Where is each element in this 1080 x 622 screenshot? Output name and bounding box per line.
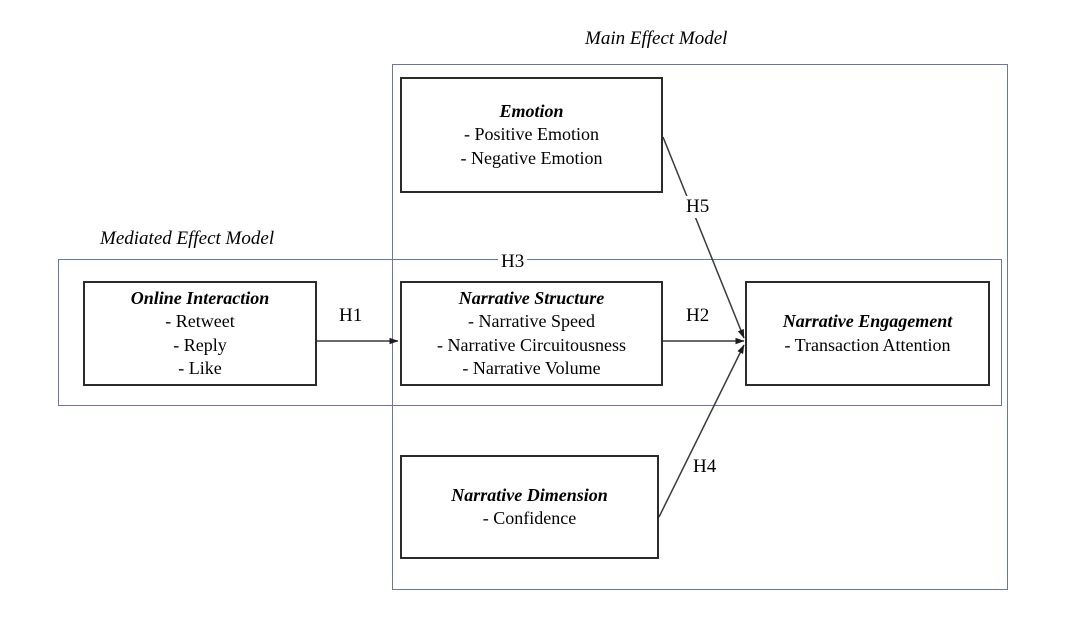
construct-title: Emotion <box>499 101 564 122</box>
construct-box-narrative-structure: Narrative Structure - Narrative Speed - … <box>400 281 663 386</box>
hypothesis-label-h4: H4 <box>690 456 720 478</box>
construct-box-emotion: Emotion - Positive Emotion - Negative Em… <box>400 77 663 193</box>
construct-box-narrative-engagement: Narrative Engagement - Transaction Atten… <box>745 281 990 386</box>
construct-box-online-interaction: Online Interaction - Retweet - Reply - L… <box>83 281 317 386</box>
construct-item: - Confidence <box>482 508 577 528</box>
hypothesis-label-h2: H2 <box>683 305 713 327</box>
construct-item: - Reply <box>173 334 227 355</box>
construct-item: - Narrative Volume <box>462 357 601 378</box>
mediated-effect-model-caption: Mediated Effect Model <box>100 228 275 249</box>
construct-item: - Retweet <box>165 311 235 332</box>
construct-title: Online Interaction <box>130 288 270 309</box>
construct-box-narrative-dimension: Narrative Dimension - Confidence <box>400 455 659 559</box>
construct-title: Narrative Engagement <box>782 311 953 332</box>
construct-item: - Negative Emotion <box>460 147 603 168</box>
main-effect-model-container <box>392 64 1008 590</box>
mediated-effect-model-container <box>58 259 1002 406</box>
construct-item: - Transaction Attention <box>784 334 951 355</box>
hypothesis-label-h1: H1 <box>336 305 366 327</box>
construct-title: Narrative Structure <box>458 288 605 309</box>
hypothesis-label-h5: H5 <box>683 196 713 218</box>
construct-title: Narrative Dimension <box>451 484 608 505</box>
construct-item: - Like <box>178 357 222 378</box>
main-effect-model-caption: Main Effect Model <box>585 28 728 49</box>
construct-item: - Positive Emotion <box>464 124 599 145</box>
construct-item: - Narrative Speed <box>468 311 595 332</box>
hypothesis-label-h3: H3 <box>498 251 528 273</box>
construct-item: - Narrative Circuitousness <box>437 334 626 355</box>
